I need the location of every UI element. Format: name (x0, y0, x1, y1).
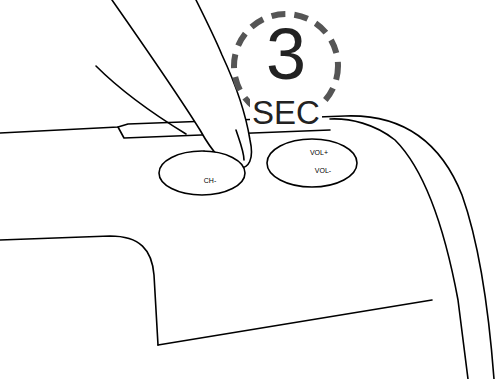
button-label: VOL+ (310, 149, 328, 156)
seconds-number: 3 (266, 18, 306, 90)
device-front-panel (0, 236, 158, 345)
button-outline (266, 138, 358, 188)
finger-back (96, 66, 186, 134)
volume-button: VOL+ VOL- (266, 138, 358, 188)
button-ellipse (159, 151, 245, 195)
fingernail (236, 130, 244, 160)
button-label: CH- (204, 177, 216, 184)
finger (112, 0, 251, 168)
device-base-line (158, 300, 432, 345)
timer-badge: 3SEC (230, 10, 342, 122)
button-outline (158, 150, 246, 196)
button-ellipse (267, 139, 357, 187)
seconds-unit: SEC (250, 96, 322, 129)
button-label: VOL- (315, 167, 331, 174)
channel-button: CH- (158, 150, 246, 196)
